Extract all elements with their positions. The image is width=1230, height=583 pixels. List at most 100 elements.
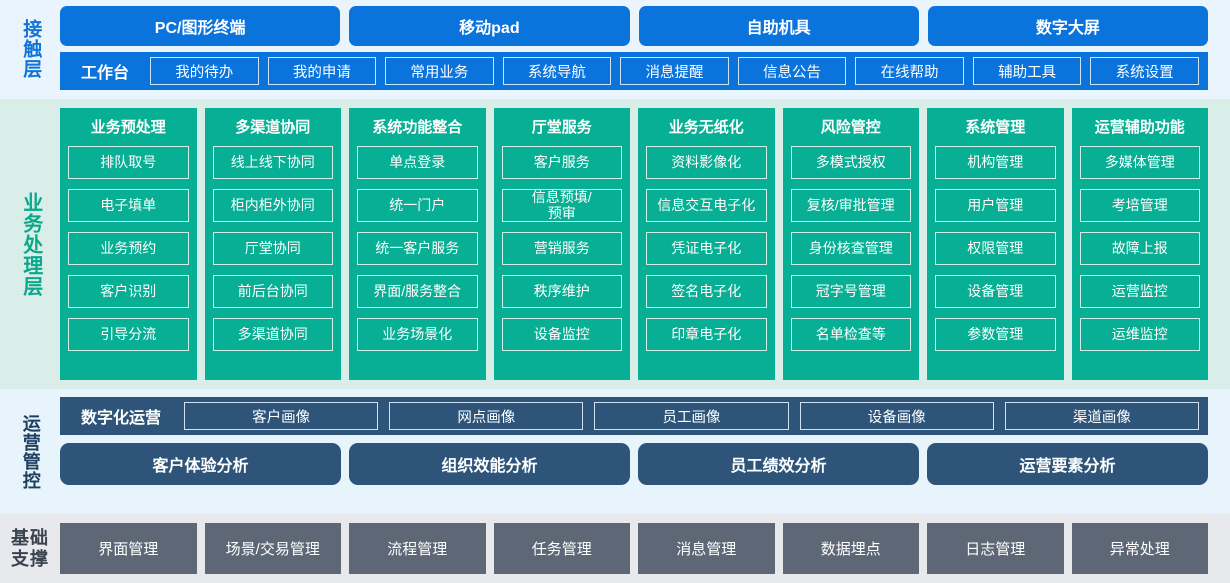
portrait-item-employee[interactable]: 员工画像 <box>594 402 789 430</box>
business-item-unified-customer-service[interactable]: 统一客户服务 <box>357 232 478 265</box>
workbench-item-system-navigation[interactable]: 系统导航 <box>502 57 612 85</box>
business-item-review-approval[interactable]: 复核/审批管理 <box>790 189 911 222</box>
business-item-multimedia-mgmt[interactable]: 多媒体管理 <box>1079 146 1200 179</box>
business-item-identity-verification[interactable]: 身份核查管理 <box>790 232 911 265</box>
column-title: 多渠道协同 <box>235 119 311 136</box>
business-item-unified-portal[interactable]: 统一门户 <box>357 189 478 222</box>
business-layer-body: 业务预处理 排队取号 电子填单 业务预约 客户识别 引导分流 多渠道协同 线上线… <box>60 108 1230 380</box>
business-item-multichannel-collab[interactable]: 多渠道协同 <box>212 318 333 351</box>
business-column-risk-control: 风险管控 多模式授权 复核/审批管理 身份核查管理 冠字号管理 名单检查等 <box>782 108 919 380</box>
workbench-item-common-business[interactable]: 常用业务 <box>385 57 494 85</box>
business-item-order-maintenance[interactable]: 秩序维护 <box>501 275 622 308</box>
business-item-customer-identification[interactable]: 客户识别 <box>68 275 189 308</box>
foundation-item-process-mgmt[interactable]: 流程管理 <box>349 523 486 574</box>
business-item-marketing-service[interactable]: 营销服务 <box>501 232 622 265</box>
business-column-hall-service: 厅堂服务 客户服务 信息预填/ 预审 营销服务 秩序维护 设备监控 <box>493 108 630 380</box>
business-item-counter-collab[interactable]: 柜内柜外协同 <box>212 189 333 222</box>
business-layer-label: 业务处理层 <box>19 191 42 297</box>
column-title: 运营辅助功能 <box>1094 119 1185 136</box>
business-item-training-mgmt[interactable]: 考培管理 <box>1079 189 1200 222</box>
business-item-operation-monitoring[interactable]: 运营监控 <box>1079 275 1200 308</box>
workbench-title: 工作台 <box>81 65 130 82</box>
workbench-item-my-todo[interactable]: 我的待办 <box>150 57 259 85</box>
business-item-multimode-authorization[interactable]: 多模式授权 <box>790 146 911 179</box>
business-column-preprocessing: 业务预处理 排队取号 电子填单 业务预约 客户识别 引导分流 <box>60 108 197 380</box>
terminal-row: PC/图形终端 移动pad 自助机具 数字大屏 <box>60 6 1208 46</box>
workbench-item-online-help[interactable]: 在线帮助 <box>855 57 964 85</box>
business-item-crown-number-mgmt[interactable]: 冠字号管理 <box>790 275 911 308</box>
operations-layer-body: 数字化运营 客户画像 网点画像 员工画像 设备画像 渠道画像 客户体验分析 组织… <box>60 397 1230 506</box>
business-item-device-monitoring[interactable]: 设备监控 <box>501 318 622 351</box>
foundation-item-ui-mgmt[interactable]: 界面管理 <box>60 523 197 574</box>
workbench-item-my-application[interactable]: 我的申请 <box>267 57 377 85</box>
foundation-row: 界面管理 场景/交易管理 流程管理 任务管理 消息管理 数据埋点 日志管理 异常… <box>60 523 1208 574</box>
business-item-business-scenario[interactable]: 业务场景化 <box>357 318 478 351</box>
contact-layer-body: PC/图形终端 移动pad 自助机具 数字大屏 工作台 我的待办 我的申请 常用… <box>60 6 1230 91</box>
column-title: 风险管控 <box>820 119 881 136</box>
business-item-user-mgmt[interactable]: 用户管理 <box>935 189 1056 222</box>
column-title: 业务无纸化 <box>668 119 744 136</box>
business-item-hall-collab[interactable]: 厅堂协同 <box>212 232 333 265</box>
workbench-row: 工作台 我的待办 我的申请 常用业务 系统导航 消息提醒 信息公告 在线帮助 辅… <box>60 52 1208 90</box>
business-item-appointment[interactable]: 业务预约 <box>68 232 189 265</box>
business-item-maintenance-monitoring[interactable]: 运维监控 <box>1079 318 1200 351</box>
column-title: 厅堂服务 <box>531 119 592 136</box>
operations-layer-label: 运营管控 <box>20 413 41 490</box>
business-item-guidance-diversion[interactable]: 引导分流 <box>68 318 189 351</box>
operations-layer-band: 运营管控 数字化运营 客户画像 网点画像 员工画像 设备画像 渠道画像 客户体验… <box>0 389 1230 514</box>
business-item-online-offline-collab[interactable]: 线上线下协同 <box>212 146 333 179</box>
foundation-item-scenario-transaction-mgmt[interactable]: 场景/交易管理 <box>204 523 341 574</box>
column-title: 系统功能整合 <box>372 119 463 136</box>
portrait-item-channel[interactable]: 渠道画像 <box>1004 402 1200 430</box>
foundation-item-message-mgmt[interactable]: 消息管理 <box>638 523 775 574</box>
terminal-box-digital-screen[interactable]: 数字大屏 <box>927 6 1208 46</box>
workbench-item-auxiliary-tools[interactable]: 辅助工具 <box>972 57 1082 85</box>
foundation-item-data-tracking[interactable]: 数据埋点 <box>782 523 919 574</box>
business-item-pre-fill-pre-review[interactable]: 信息预填/ 预审 <box>501 189 622 222</box>
foundation-layer-band: 基础 支撑 界面管理 场景/交易管理 流程管理 任务管理 消息管理 数据埋点 日… <box>0 514 1230 583</box>
business-column-operation-support: 运营辅助功能 多媒体管理 考培管理 故障上报 运营监控 运维监控 <box>1071 108 1208 380</box>
business-item-organization-mgmt[interactable]: 机构管理 <box>935 146 1056 179</box>
terminal-box-self-service[interactable]: 自助机具 <box>638 6 919 46</box>
contact-layer-label: 接触层 <box>20 18 42 79</box>
business-item-info-exchange-electronic[interactable]: 信息交互电子化 <box>646 189 767 222</box>
business-item-voucher-electronic[interactable]: 凭证电子化 <box>646 232 767 265</box>
business-item-permission-mgmt[interactable]: 权限管理 <box>935 232 1056 265</box>
business-column-system-management: 系统管理 机构管理 用户管理 权限管理 设备管理 参数管理 <box>927 108 1064 380</box>
analysis-item-customer-experience[interactable]: 客户体验分析 <box>60 443 341 485</box>
portrait-item-branch[interactable]: 网点画像 <box>389 402 584 430</box>
business-item-queue-number[interactable]: 排队取号 <box>68 146 189 179</box>
business-item-device-mgmt[interactable]: 设备管理 <box>935 275 1056 308</box>
business-column-paperless: 业务无纸化 资料影像化 信息交互电子化 凭证电子化 签名电子化 印章电子化 <box>638 108 775 380</box>
workbench-item-information-bulletin[interactable]: 信息公告 <box>737 57 847 85</box>
portrait-item-customer[interactable]: 客户画像 <box>184 402 379 430</box>
analysis-row: 客户体验分析 组织效能分析 员工绩效分析 运营要素分析 <box>60 443 1208 485</box>
business-item-document-imaging[interactable]: 资料影像化 <box>646 146 767 179</box>
analysis-item-organization-efficiency[interactable]: 组织效能分析 <box>349 443 630 485</box>
business-column-system-integration: 系统功能整合 单点登录 统一门户 统一客户服务 界面/服务整合 业务场景化 <box>349 108 486 380</box>
workbench-item-message-reminder[interactable]: 消息提醒 <box>620 57 729 85</box>
analysis-item-employee-performance[interactable]: 员工绩效分析 <box>638 443 919 485</box>
business-item-front-back-collab[interactable]: 前后台协同 <box>212 275 333 308</box>
foundation-item-exception-handling[interactable]: 异常处理 <box>1071 523 1208 574</box>
foundation-item-log-mgmt[interactable]: 日志管理 <box>927 523 1064 574</box>
business-item-signature-electronic[interactable]: 签名电子化 <box>646 275 767 308</box>
business-item-parameter-mgmt[interactable]: 参数管理 <box>935 318 1056 351</box>
column-title: 系统管理 <box>965 119 1026 136</box>
analysis-item-operation-factors[interactable]: 运营要素分析 <box>927 443 1208 485</box>
business-item-fault-report[interactable]: 故障上报 <box>1079 232 1200 265</box>
business-item-ui-service-integration[interactable]: 界面/服务整合 <box>357 275 478 308</box>
terminal-box-pc[interactable]: PC/图形终端 <box>60 6 341 46</box>
business-item-list-check[interactable]: 名单检查等 <box>790 318 911 351</box>
terminal-box-mobile-pad[interactable]: 移动pad <box>349 6 630 46</box>
workbench-item-system-settings[interactable]: 系统设置 <box>1090 57 1199 85</box>
business-item-electronic-form[interactable]: 电子填单 <box>68 189 189 222</box>
business-item-single-sign-on[interactable]: 单点登录 <box>357 146 478 179</box>
digital-operations-title: 数字化运营 <box>81 410 162 427</box>
digital-operations-row: 数字化运营 客户画像 网点画像 员工画像 设备画像 渠道画像 <box>60 397 1208 435</box>
business-item-customer-service[interactable]: 客户服务 <box>501 146 622 179</box>
portrait-item-device[interactable]: 设备画像 <box>799 402 994 430</box>
business-item-seal-electronic[interactable]: 印章电子化 <box>646 318 767 351</box>
foundation-item-task-mgmt[interactable]: 任务管理 <box>493 523 630 574</box>
